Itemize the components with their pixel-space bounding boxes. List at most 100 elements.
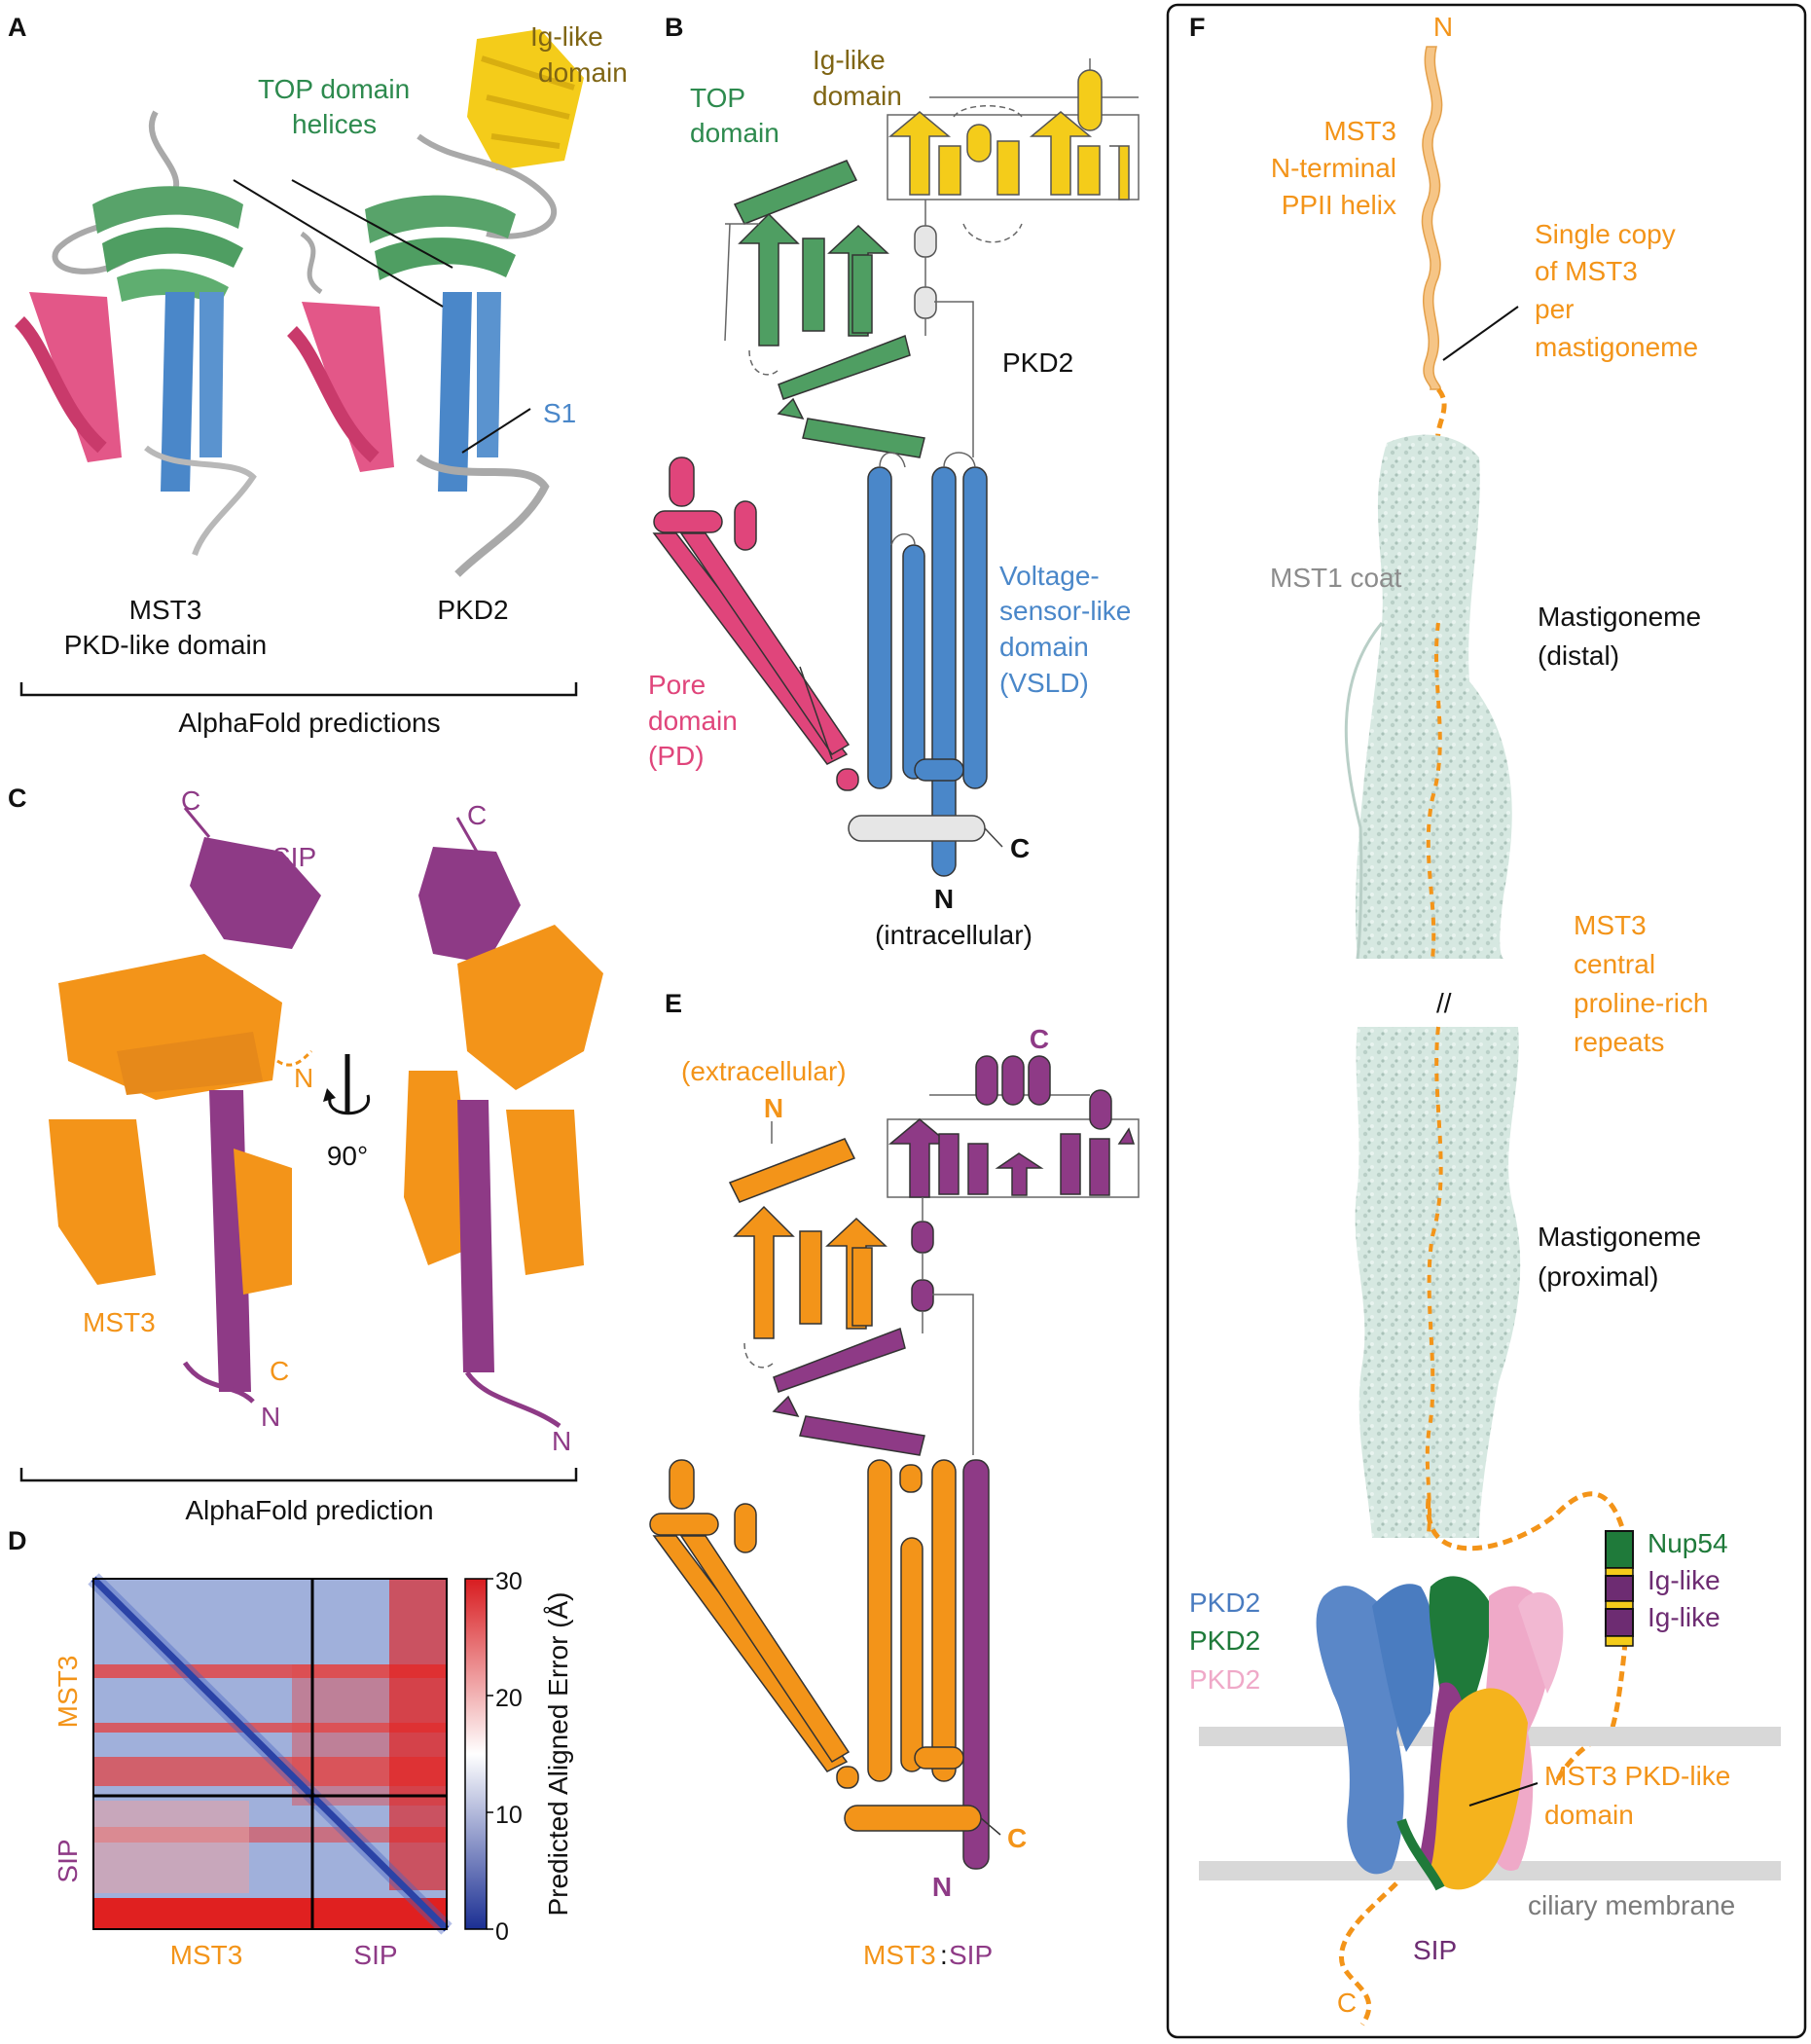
mst3-caption-2: PKD-like domain — [64, 630, 268, 660]
vsld-label-3: domain — [999, 632, 1089, 662]
pkd2-n-label: N — [934, 884, 954, 914]
mst3-pkd-label-2: domain — [1544, 1800, 1634, 1830]
f-n-top-label: N — [1433, 12, 1453, 42]
pore-label-3: (PD) — [648, 741, 705, 771]
mast-proximal-label-2: (proximal) — [1538, 1261, 1658, 1292]
legend-sep-1 — [1605, 1567, 1634, 1577]
mst3-vsld-topology — [844, 1459, 1001, 1870]
mst3-pkd-label-1: MST3 PKD-like — [1544, 1761, 1730, 1791]
n-term-label-left: N — [261, 1402, 280, 1432]
vsld-label-4: (VSLD) — [999, 668, 1089, 698]
pae-col-label-sip: SIP — [353, 1940, 397, 1970]
mst3-label-c: MST3 — [83, 1307, 156, 1337]
mast-proximal-label-1: Mastigoneme — [1538, 1222, 1701, 1252]
ppii-label-3: PPII helix — [1282, 190, 1396, 220]
repeats-label-2: central — [1574, 949, 1655, 979]
pkd2-vsld-topology — [867, 452, 988, 877]
pae-col-label-mst3: MST3 — [170, 1940, 243, 1970]
repeats-label-4: repeats — [1574, 1027, 1664, 1057]
pkd2-label-green: PKD2 — [1189, 1625, 1260, 1656]
top-helices-pointer-1 — [233, 179, 444, 308]
mst3-pkd-pointer — [1468, 1782, 1539, 1807]
c-term-label-left: C — [270, 1356, 289, 1386]
pkd2-channel-density — [1316, 1576, 1564, 1891]
pkd2-caption: PKD2 — [437, 595, 508, 625]
e-caption-mst3: MST3 — [863, 1940, 936, 1970]
panel-label-a: A — [8, 13, 27, 42]
repeats-label-3: proline-rich — [1574, 988, 1709, 1018]
sip-label-c: SIP — [272, 842, 316, 872]
e-c-top-label: C — [1030, 1024, 1049, 1054]
pkd2-c-tail — [984, 827, 1003, 848]
sip-ig-like-topology — [887, 1055, 1140, 1455]
e-n-top-label: N — [764, 1093, 783, 1123]
vsld-label-2: sensor-like — [999, 596, 1131, 626]
ig-like-label-1: Ig-like — [530, 21, 603, 52]
legend-ig-like-1: Ig-like — [1648, 1565, 1720, 1595]
panel-c: C C C SIP MST3 C N N N — [8, 784, 603, 1525]
pkd2-ig-like-topology — [887, 58, 1140, 457]
rotation-icon — [323, 1054, 370, 1115]
pkd2-c-label: C — [1010, 833, 1030, 863]
panel-label-c: C — [8, 784, 27, 813]
legend-nup54-block — [1605, 1530, 1634, 1569]
panel-label-b: B — [665, 13, 684, 42]
pae-row-label-sip: SIP — [53, 1839, 83, 1882]
f-c-bottom-label: C — [1337, 1988, 1357, 2018]
mst3-pkd-like-structure — [14, 110, 257, 557]
pae-heatmap — [88, 1573, 453, 1935]
legend-sep-2 — [1605, 1600, 1634, 1610]
mst3-caption-1: MST3 — [129, 595, 202, 625]
panel-b: B TOP domain Ig-like domain PKD2 — [648, 13, 1140, 950]
colorbar-tick-20: 20 — [495, 1685, 523, 1712]
pkd2-label-blue: PKD2 — [1189, 1588, 1260, 1618]
panel-label-f: F — [1189, 13, 1206, 42]
mastigoneme-distal — [1344, 434, 1512, 960]
mast-distal-label-2: (distal) — [1538, 640, 1619, 671]
mst3-c-tail — [1338, 1881, 1398, 2026]
s1-pointer — [461, 408, 531, 454]
single-copy-label-2: of MST3 — [1535, 256, 1638, 286]
pkd2-pore-domain-topology — [652, 456, 859, 791]
c-term-label-top-left: C — [181, 785, 200, 816]
extracellular-label: (extracellular) — [681, 1056, 847, 1086]
pore-label-1: Pore — [648, 670, 706, 700]
e-n-bottom-label: N — [932, 1872, 952, 1902]
e-caption-sip: SIP — [949, 1940, 993, 1970]
top-domain-label-2: domain — [690, 118, 779, 148]
mst1-coat-label: MST1 coat — [1270, 563, 1402, 593]
mst3-repeats-proximal — [1425, 1026, 1443, 1534]
single-copy-label-4: mastigoneme — [1535, 332, 1698, 362]
ig-like-label-b-1: Ig-like — [813, 45, 886, 75]
legend-sep-3 — [1605, 1635, 1634, 1647]
pae-colorbar — [464, 1578, 488, 1930]
top-helices-pointer-2 — [291, 179, 453, 269]
e-caption-colon: : — [940, 1940, 948, 1970]
alphafold-caption-c: AlphaFold prediction — [185, 1495, 433, 1525]
legend-ig-like-block-1 — [1605, 1575, 1634, 1602]
sip-label-f: SIP — [1413, 1935, 1457, 1965]
colorbar-label: Predicted Aligned Error (Å) — [543, 1591, 573, 1916]
panel-f: F N MST3 N-terminal PPII helix Single co… — [1166, 3, 1807, 2039]
c-term-label-top-right: C — [467, 800, 487, 830]
top-helices-label-2: helices — [292, 109, 377, 139]
mst3-sip-complex-right — [404, 817, 603, 1429]
ppii-label-2: N-terminal — [1271, 153, 1396, 183]
panel-label-d: D — [8, 1526, 27, 1555]
e-c-bottom-label: C — [1007, 1823, 1027, 1853]
ig-like-label-b-2: domain — [813, 81, 902, 111]
top-helices-label-1: TOP domain — [258, 74, 410, 104]
alphafold-caption-a: AlphaFold predictions — [178, 708, 440, 738]
legend-ig-like-block-2 — [1605, 1608, 1634, 1637]
mst3-top-topology — [728, 1121, 925, 1456]
break-mark: // — [1436, 988, 1452, 1018]
membrane-label: ciliary membrane — [1528, 1890, 1735, 1920]
mst3-sip-complex-left — [49, 807, 321, 1404]
legend-ig-like-2: Ig-like — [1648, 1602, 1720, 1632]
single-copy-pointer — [1442, 306, 1519, 361]
legend-nup54: Nup54 — [1648, 1528, 1728, 1558]
bracket-a — [19, 682, 578, 697]
mst3-repeats-distal — [1426, 622, 1442, 960]
intracellular-label: (intracellular) — [875, 920, 1032, 950]
